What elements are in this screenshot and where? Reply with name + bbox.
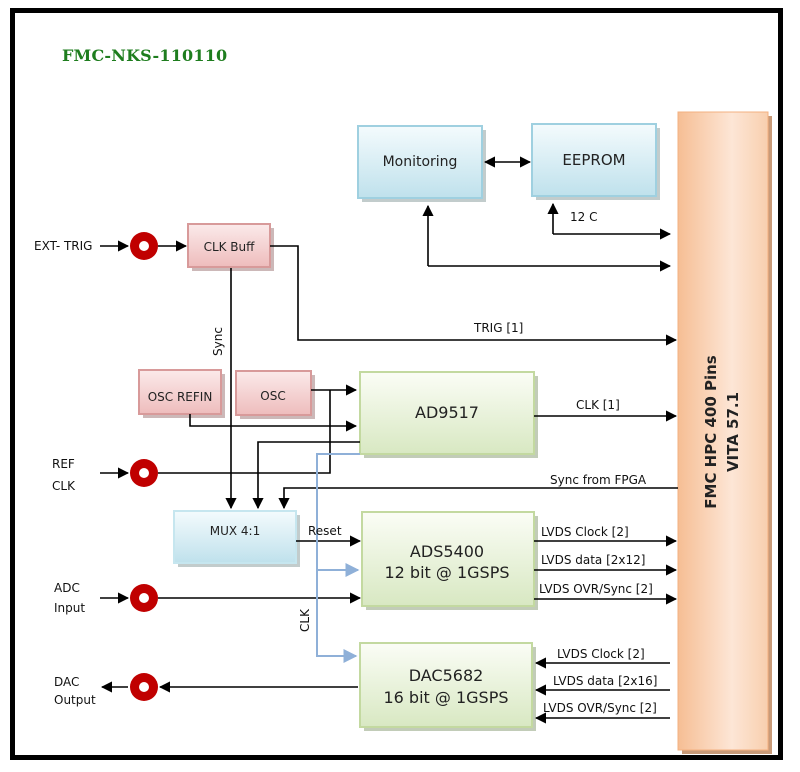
- osc-refin-label: OSC REFIN: [148, 390, 213, 404]
- fmc-label-line2: VITA 57.1: [724, 392, 742, 472]
- dac-lvds-ovr-label: LVDS OVR/Sync [2]: [543, 701, 657, 715]
- monitoring-label: Monitoring: [383, 154, 458, 170]
- ads5400-label-line1: ADS5400: [410, 542, 484, 561]
- ad9517-label: AD9517: [415, 403, 479, 422]
- dac-lvds-data-label: LVDS data [2x16]: [553, 674, 657, 688]
- clk-label: CLK: [298, 608, 312, 632]
- adc-lvds-clock-label: LVDS Clock [2]: [541, 525, 629, 539]
- dac-output-connector-icon: [130, 673, 158, 701]
- ads5400-block: ADS5400 12 bit @ 1GSPS: [361, 511, 538, 610]
- adc-lvds-ovr-label: LVDS OVR/Sync [2]: [539, 582, 653, 596]
- i2c-label: 12 C: [570, 210, 597, 224]
- osc-refin-to-ad9517-wire: [189, 414, 358, 432]
- fmc-label-line1: FMC HPC 400 Pins: [702, 355, 720, 509]
- dac5682-label-line1: DAC5682: [409, 666, 484, 685]
- adc-input-label-line2: Input: [54, 601, 85, 615]
- adc-input-connector-icon: [130, 584, 158, 612]
- sync-label: Sync: [211, 327, 225, 356]
- clk-to-dac-wire: [316, 453, 360, 663]
- dac-output-label-line1: DAC: [54, 675, 79, 689]
- ref-clk-connector-icon: [130, 459, 158, 487]
- mux-block: MUX 4:1: [173, 510, 300, 567]
- adc-input-label-line1: ADC: [54, 581, 80, 595]
- trig-label: TRIG [1]: [473, 321, 523, 335]
- ad9517-to-mux-wire: [252, 441, 360, 510]
- clk1-label: CLK [1]: [576, 398, 620, 412]
- clk-buff-label: CLK Buff: [204, 240, 256, 254]
- ext-trig-label: EXT- TRIG: [34, 239, 92, 253]
- reset-label: Reset: [308, 524, 342, 538]
- board-title: FMC-NKS-110110: [62, 46, 228, 65]
- dac5682-block: DAC5682 16 bit @ 1GSPS: [359, 642, 536, 731]
- adc-lvds-data-label: LVDS data [2x12]: [541, 553, 645, 567]
- osc-label: OSC: [260, 389, 285, 403]
- trig-wire: [270, 245, 678, 346]
- ref-clk-label-line1: REF: [52, 457, 75, 471]
- ref-clk-label-line2: CLK: [52, 479, 76, 493]
- ext-trig-connector-icon: [130, 232, 158, 260]
- monitoring-block: Monitoring: [357, 125, 486, 202]
- dac-lvds-clock-label: LVDS Clock [2]: [557, 647, 645, 661]
- osc-block: OSC: [235, 370, 315, 419]
- clk-buff-block: CLK Buff: [187, 223, 274, 271]
- osc-refin-block: OSC REFIN: [138, 369, 225, 418]
- eeprom-block: EEPROM: [531, 123, 660, 200]
- sync-from-fpga-label: Sync from FPGA: [550, 473, 647, 487]
- dac-output-label-line2: Output: [54, 693, 96, 707]
- ref-clk-to-ad9517-wire: [158, 390, 331, 474]
- fmc-connector-block: FMC HPC 400 Pins VITA 57.1: [677, 111, 772, 754]
- ad9517-block: AD9517: [359, 371, 538, 458]
- ads5400-label-line2: 12 bit @ 1GSPS: [384, 563, 509, 582]
- dac5682-label-line2: 16 bit @ 1GSPS: [383, 688, 508, 707]
- sync-from-fpga-wire: [278, 487, 678, 510]
- mux-label: MUX 4:1: [210, 524, 260, 538]
- eeprom-label: EEPROM: [562, 151, 625, 169]
